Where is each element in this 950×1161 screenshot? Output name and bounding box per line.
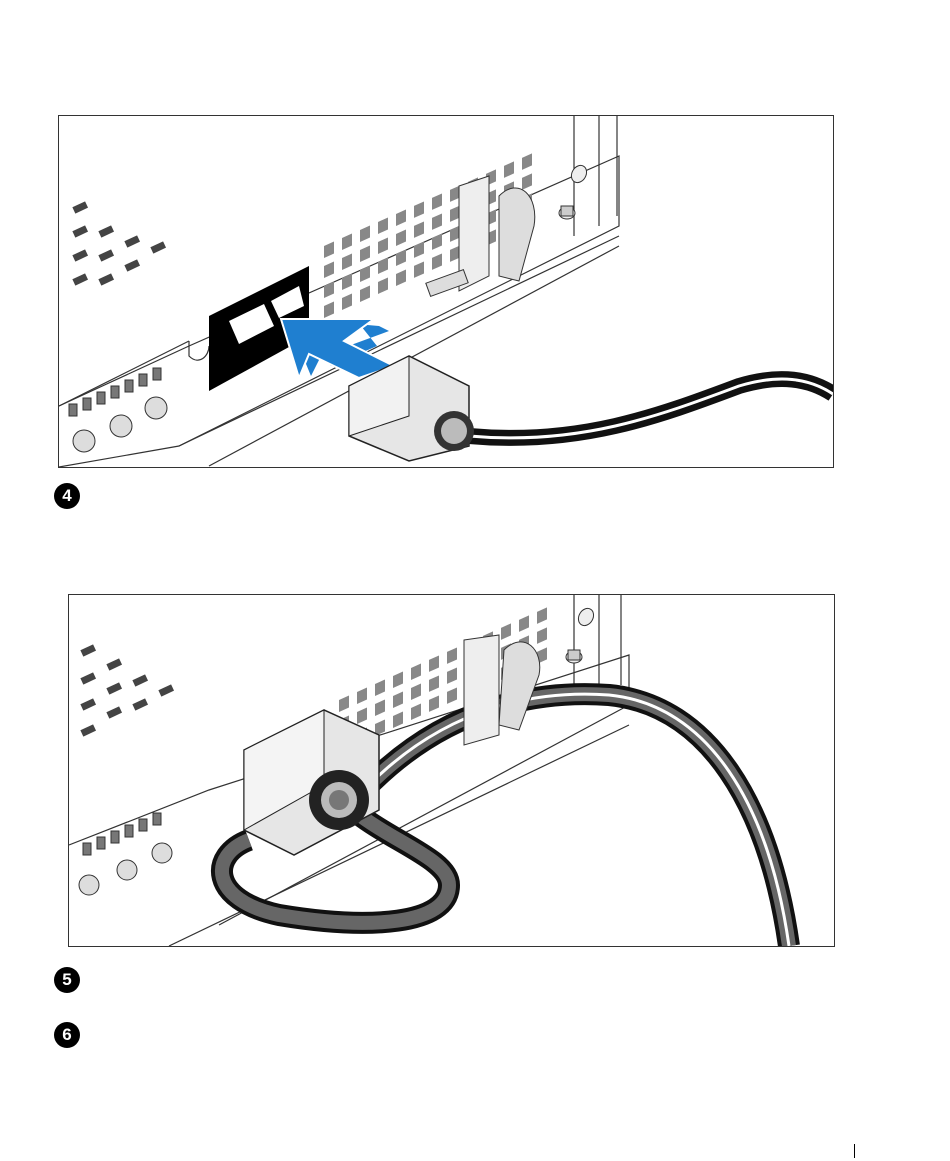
chassis-fasteners [566, 606, 597, 663]
chassis-outline [59, 116, 619, 467]
illustration-route-power-cable [68, 594, 835, 947]
cable-retention-clip [426, 176, 535, 296]
page-footer-rule [854, 1144, 855, 1158]
illustration-plug-power-cable [58, 115, 834, 468]
power-cable [469, 379, 833, 438]
cable-routing-drawing [69, 595, 834, 946]
rear-ports [69, 368, 167, 452]
step-5-badge: 5 [54, 967, 80, 993]
rear-ports [79, 813, 172, 895]
step-6-badge: 6 [54, 1022, 80, 1048]
power-plug [244, 710, 379, 855]
step-4-badge: 4 [54, 483, 80, 509]
chassis-vents [72, 201, 166, 285]
chassis-vents [80, 644, 174, 736]
psu-connect-drawing [59, 116, 833, 467]
